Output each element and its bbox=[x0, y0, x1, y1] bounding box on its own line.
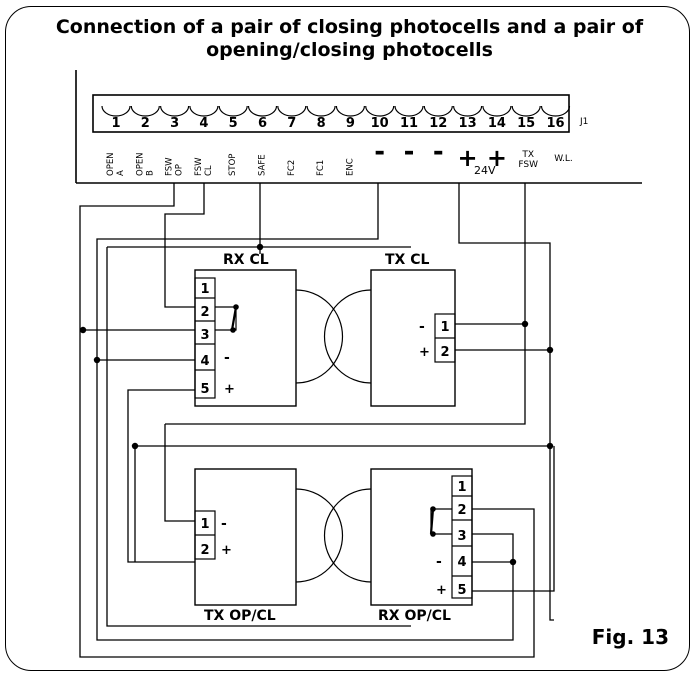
figure-label: Fig. 13 bbox=[591, 625, 669, 649]
rx-cl-label: RX CL bbox=[223, 252, 269, 268]
terminal-number-3: 3 bbox=[170, 116, 179, 131]
rx-opcl-terminal-2: 2 bbox=[457, 503, 466, 518]
rx-cl-terminal-1: 1 bbox=[200, 282, 209, 297]
tx-opcl-terminal-1: 1 bbox=[200, 517, 209, 532]
terminal-signal-13: + bbox=[458, 144, 478, 172]
diagram-frame bbox=[5, 6, 690, 671]
terminal-number-2: 2 bbox=[141, 116, 150, 131]
supply-24v-label: 24V bbox=[474, 164, 496, 177]
rx-cl-plus: + bbox=[224, 382, 235, 397]
terminal-signal-10: - bbox=[374, 137, 385, 167]
terminal-signal-16: W.L. bbox=[554, 154, 573, 164]
rx-cl-terminal-4: 4 bbox=[200, 354, 209, 369]
wires bbox=[79, 183, 555, 658]
terminal-number-5: 5 bbox=[229, 116, 238, 131]
terminal-number-14: 14 bbox=[488, 116, 506, 131]
rx-cl-terminal-3: 3 bbox=[200, 328, 209, 343]
terminal-number-10: 10 bbox=[371, 116, 389, 131]
tx-cl-terminal-2: 2 bbox=[440, 345, 449, 360]
terminal-number-1: 1 bbox=[111, 116, 120, 131]
tx-cl-minus: - bbox=[419, 319, 425, 335]
terminal-signal-5: STOP bbox=[228, 154, 238, 176]
diagram-title: Connection of a pair of closing photocel… bbox=[0, 16, 699, 62]
rx-opcl-terminal-5: 5 bbox=[457, 583, 466, 598]
rx-cl-terminal-5: 5 bbox=[200, 382, 209, 397]
terminal-signal-2: OPENB bbox=[135, 152, 155, 176]
rx-opcl-terminal-1: 1 bbox=[457, 480, 466, 495]
terminal-number-16: 16 bbox=[546, 116, 564, 131]
tx-cl-unit: 1 2 - + TX CL bbox=[323, 252, 456, 407]
terminal-signal-11: - bbox=[404, 137, 415, 167]
junction-dots bbox=[79, 243, 554, 566]
title-line-1: Connection of a pair of closing photocel… bbox=[55, 16, 644, 38]
terminal-signal-6: SAFE bbox=[258, 154, 268, 176]
tx-cl-terminal-1: 1 bbox=[440, 320, 449, 335]
terminal-signal-4: FSWCL bbox=[194, 157, 214, 176]
terminal-screw-arcs bbox=[101, 105, 571, 117]
tx-cl-plus: + bbox=[419, 345, 430, 360]
tx-opcl-minus: - bbox=[221, 516, 227, 532]
rx-opcl-unit: 1 2 3 4 5 - + RX OP/CL bbox=[323, 468, 473, 624]
tx-opcl-terminal-2: 2 bbox=[200, 543, 209, 558]
tx-opcl-unit: 1 2 - + TX OP/CL bbox=[194, 468, 344, 624]
terminal-number-4: 4 bbox=[199, 116, 208, 131]
rx-opcl-label: RX OP/CL bbox=[378, 608, 451, 624]
rx-cl-minus: - bbox=[224, 350, 230, 366]
terminal-signal-12: - bbox=[433, 137, 444, 167]
terminal-number-11: 11 bbox=[400, 116, 418, 131]
rx-cl-terminal-2: 2 bbox=[200, 305, 209, 320]
terminal-number-13: 13 bbox=[459, 116, 477, 131]
terminal-signal-1: OPENA bbox=[106, 152, 126, 176]
rx-cl-unit: 1 2 3 4 5 - + RX CL bbox=[194, 252, 344, 407]
tx-cl-label: TX CL bbox=[385, 252, 429, 268]
terminal-number-6: 6 bbox=[258, 116, 267, 131]
title-line-2: opening/closing photocells bbox=[206, 39, 493, 61]
terminal-number-7: 7 bbox=[287, 116, 296, 131]
tx-opcl-label: TX OP/CL bbox=[204, 608, 276, 624]
terminal-number-8: 8 bbox=[317, 116, 326, 131]
connector-id: J1 bbox=[579, 117, 588, 127]
terminal-signal-7: FC2 bbox=[287, 160, 297, 176]
terminal-number-9: 9 bbox=[346, 116, 355, 131]
terminal-signal-3: FSWOP bbox=[165, 157, 185, 176]
terminal-number-15: 15 bbox=[517, 116, 535, 131]
terminal-signal-9: ENC bbox=[345, 158, 355, 176]
rx-opcl-terminal-3: 3 bbox=[457, 529, 466, 544]
rx-opcl-plus: + bbox=[436, 583, 447, 598]
rx-opcl-terminal-4: 4 bbox=[457, 555, 466, 570]
tx-opcl-plus: + bbox=[221, 543, 232, 558]
terminal-signal-14: + bbox=[487, 144, 507, 172]
terminal-number-12: 12 bbox=[429, 116, 447, 131]
control-board-outline bbox=[75, 70, 642, 184]
rx-opcl-minus: - bbox=[436, 554, 442, 570]
terminal-signal-8: FC1 bbox=[316, 160, 326, 176]
